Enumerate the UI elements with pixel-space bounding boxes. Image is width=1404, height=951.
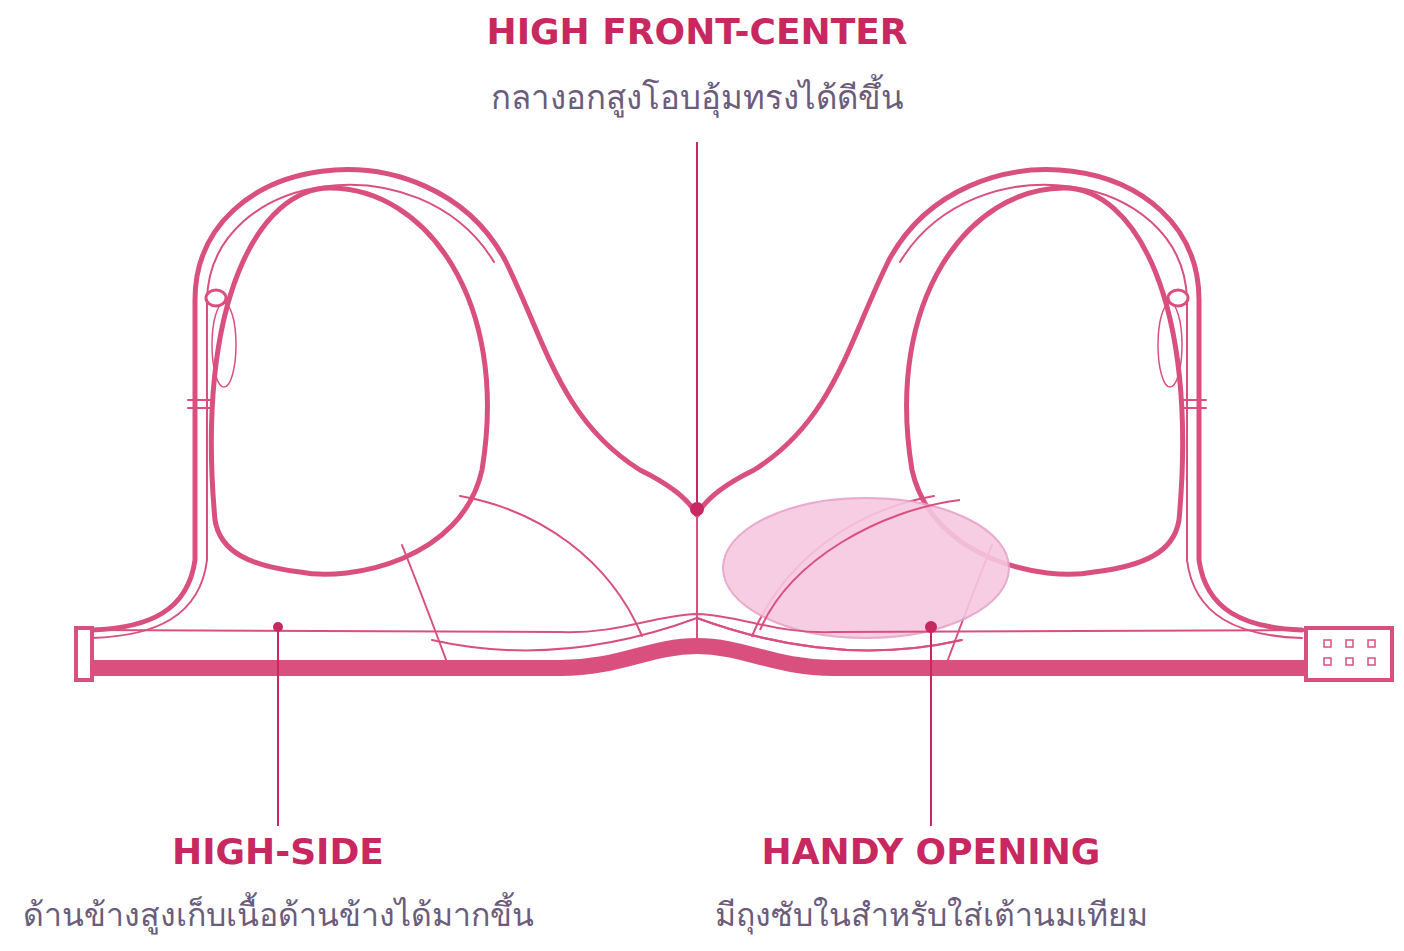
callout-title: HANDY OPENING	[762, 832, 1101, 872]
callout-note: ด้านข้างสูงเก็บเนื้อด้านข้างได้มากขึ้น	[23, 898, 534, 933]
callout-note: มีถุงซับในสำหรับใส่เต้านมเทียม	[715, 898, 1148, 933]
callout-title: HIGH-SIDE	[172, 832, 384, 872]
callout-title: HIGH FRONT-CENTER	[487, 12, 908, 52]
callout-note: กลางอกสูงโอบอุ้มทรงได้ดีขึ้น	[491, 80, 904, 116]
